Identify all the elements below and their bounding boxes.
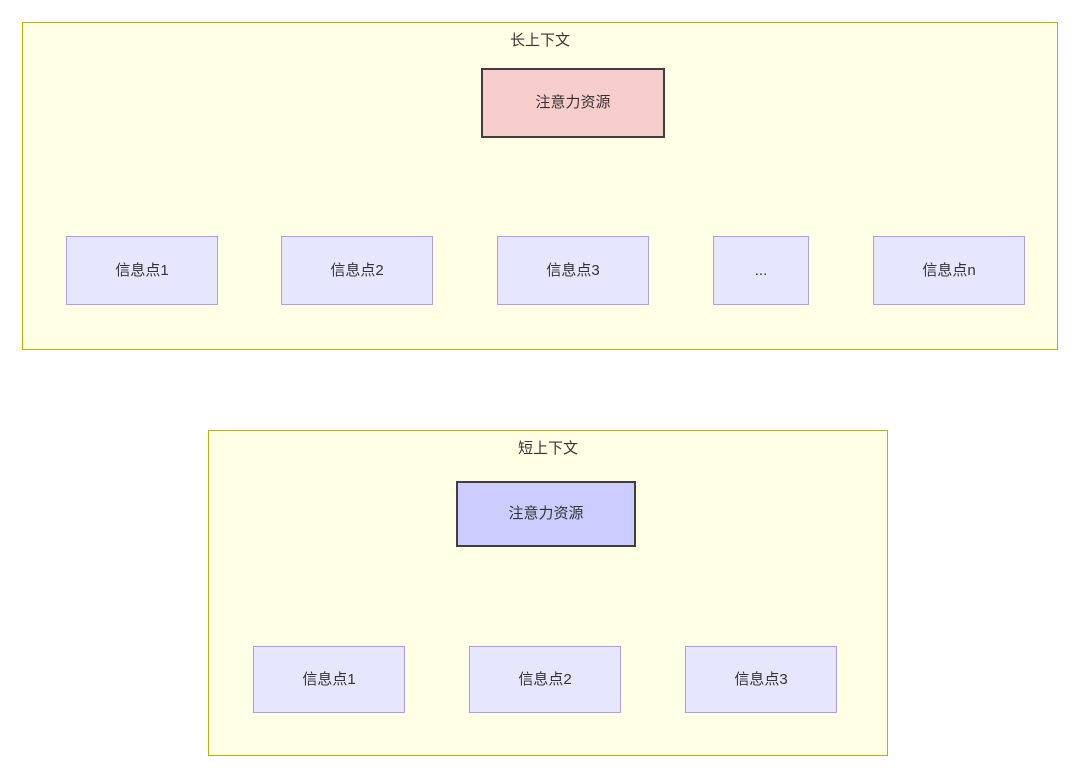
node-label: ... [754, 261, 768, 279]
node-label: 信息点2 [330, 261, 384, 279]
node-label: 注意力资源 [535, 94, 611, 111]
node-long-context-info-point-n[interactable]: 信息点n [873, 236, 1025, 305]
node-label: 信息点1 [115, 261, 169, 279]
node-short-context-info-point-2[interactable]: 信息点2 [469, 646, 621, 713]
panel-long-context-title: 长上下文 [509, 32, 570, 49]
node-long-context-info-point-2[interactable]: 信息点2 [281, 236, 433, 305]
node-label: 注意力资源 [508, 505, 584, 522]
node-short-context-info-point-1[interactable]: 信息点1 [253, 646, 405, 713]
node-long-context-info-point-3[interactable]: 信息点3 [497, 236, 649, 305]
panel-short-context-title: 短上下文 [517, 440, 578, 457]
node-long-context-info-point-ellipsis[interactable]: ... [713, 236, 809, 305]
node-long-context-attention-resource[interactable]: 注意力资源 [481, 68, 665, 138]
node-label: 信息点3 [734, 670, 788, 688]
node-label: 信息点1 [302, 670, 356, 688]
node-long-context-info-point-1[interactable]: 信息点1 [66, 236, 218, 305]
node-short-context-info-point-3[interactable]: 信息点3 [685, 646, 837, 713]
node-label: 信息点2 [518, 670, 572, 688]
node-label: 信息点3 [546, 261, 600, 279]
node-short-context-attention-resource[interactable]: 注意力资源 [456, 481, 636, 547]
node-label: 信息点n [922, 261, 976, 279]
